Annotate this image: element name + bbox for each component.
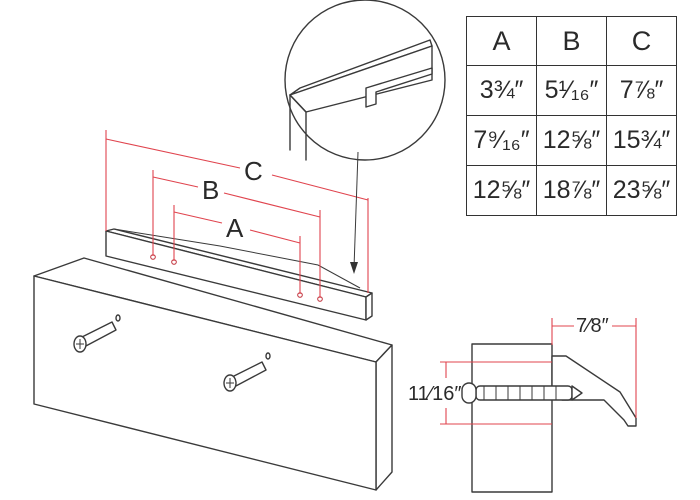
header-c: C	[606, 16, 677, 66]
size-table: A B C 3¾″ 5¹⁄₁₆″ 7⅞″ 7⁹⁄₁₆″ 12⅝″ 15¾″ 12…	[466, 16, 677, 216]
size-row: 12⅝″ 18⅞″ 23⅝″	[466, 165, 677, 216]
drawer-panel	[33, 257, 393, 491]
side-profile-view	[461, 343, 637, 493]
cell-b: 5¹⁄₁₆″	[536, 65, 607, 116]
dimension-height: 11⁄16″	[408, 361, 552, 425]
dim-label-projection: 7⁄8″	[576, 315, 609, 337]
handle-bar	[105, 228, 373, 321]
cell-b: 12⅝″	[536, 115, 607, 166]
dim-label-b: B	[202, 175, 219, 205]
dim-label-height: 11⁄16″	[408, 383, 461, 405]
dim-label-a: A	[226, 213, 244, 243]
size-row: 3¾″ 5¹⁄₁₆″ 7⅞″	[466, 65, 677, 116]
dimension-a: A	[173, 205, 301, 294]
dimension-b: B	[152, 170, 321, 298]
screw-left	[73, 314, 121, 353]
cell-a: 12⅝″	[466, 165, 537, 216]
dimension-projection: 7⁄8″	[551, 315, 637, 418]
dimension-c: C	[105, 130, 369, 293]
dim-label-c: C	[244, 156, 263, 186]
cell-b: 18⅞″	[536, 165, 607, 216]
cell-c: 15¾″	[606, 115, 677, 166]
size-row: 7⁹⁄₁₆″ 12⅝″ 15¾″	[466, 115, 677, 166]
size-table-header: A B C	[466, 16, 677, 66]
cell-a: 3¾″	[466, 65, 537, 116]
cell-a: 7⁹⁄₁₆″	[466, 115, 537, 166]
cell-c: 23⅝″	[606, 165, 677, 216]
screw-right	[223, 352, 271, 392]
header-a: A	[466, 16, 537, 66]
profile-screw	[475, 385, 573, 401]
header-b: B	[536, 16, 607, 66]
cell-c: 7⅞″	[606, 65, 677, 116]
detail-callout	[284, 0, 446, 274]
